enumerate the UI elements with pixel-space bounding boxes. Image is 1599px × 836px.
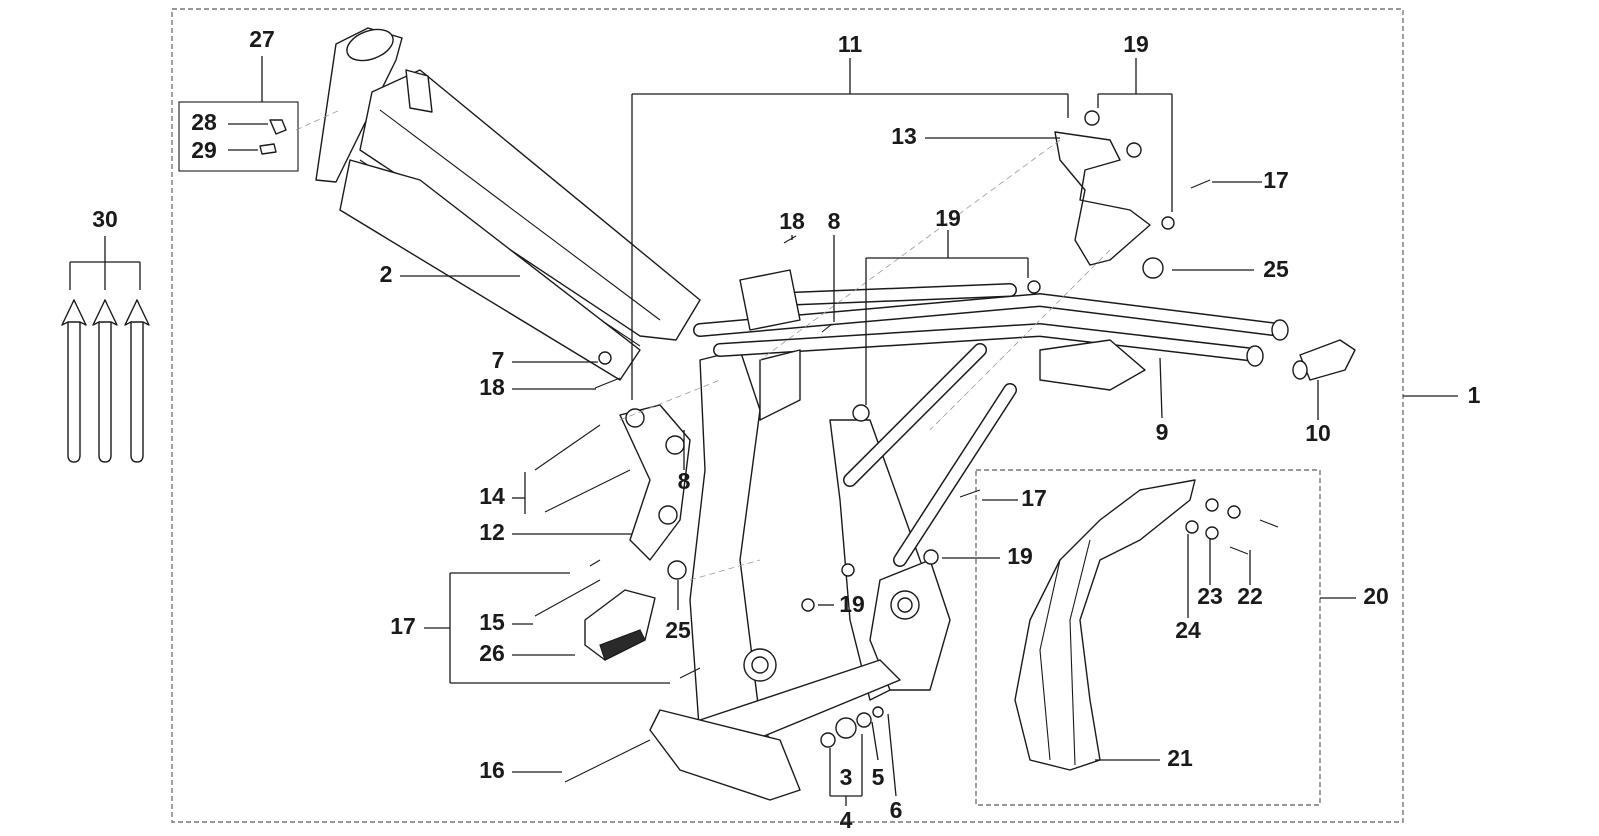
callout-26: 26 [479, 640, 505, 666]
callout-14: 14 [479, 483, 505, 509]
callout-11: 11 [838, 31, 863, 57]
callout-29: 29 [191, 137, 217, 163]
callout-25-top: 25 [1263, 256, 1289, 282]
callout-15: 15 [479, 609, 505, 635]
callout-22: 22 [1237, 583, 1263, 609]
callout-19-right: 19 [1007, 543, 1033, 569]
frame-plug [1299, 339, 1356, 381]
bolts [534, 179, 1279, 783]
callout-16: 16 [479, 757, 505, 783]
callout-19-top: 19 [1123, 31, 1149, 57]
down-tube [339, 159, 641, 381]
steering-head-top [346, 28, 394, 62]
callout-17-left: 17 [390, 613, 416, 639]
callout-13: 13 [891, 123, 917, 149]
callout-5: 5 [872, 764, 885, 790]
guard-subassembly-border [975, 469, 1321, 806]
callout-2: 2 [380, 261, 393, 287]
steering-head [315, 27, 403, 183]
callout-23: 23 [1197, 583, 1223, 609]
callout-17-mid: 17 [1021, 485, 1047, 511]
callout-18-left: 18 [479, 374, 505, 400]
callout-18-top: 18 [779, 208, 805, 234]
callout-7: 7 [492, 347, 505, 373]
main-frame [61, 27, 1356, 801]
cable-ties [61, 299, 150, 463]
callout-8-top: 8 [828, 208, 841, 234]
leader-lines [69, 56, 1458, 806]
callout-8-lower: 8 [678, 468, 691, 494]
callout-21: 21 [1167, 745, 1193, 771]
callout-19-lower: 19 [839, 591, 865, 617]
callout-19-mid: 19 [935, 205, 961, 231]
callout-20: 20 [1363, 583, 1389, 609]
skid-bracket [649, 709, 801, 801]
callout-28: 28 [191, 109, 217, 135]
callout-25-lower: 25 [665, 617, 691, 643]
callout-9: 9 [1156, 419, 1169, 445]
callout-labels: 1 2 3 4 5 6 7 8 8 9 10 11 12 13 14 15 16… [92, 26, 1480, 833]
backbone-tube [359, 69, 701, 341]
callout-4: 4 [840, 807, 853, 833]
callout-30: 30 [92, 206, 118, 232]
callout-24: 24 [1175, 617, 1201, 643]
callout-6: 6 [890, 797, 903, 823]
callout-10: 10 [1305, 420, 1331, 446]
callout-1: 1 [1468, 382, 1481, 408]
upper-mount-bracket [1054, 131, 1151, 266]
callout-12: 12 [479, 519, 505, 545]
callout-27: 27 [249, 26, 275, 52]
callout-27-box [178, 101, 299, 172]
assembly-border [171, 8, 1404, 823]
nuts-washers [598, 110, 1241, 748]
swingarm-guard [1014, 479, 1196, 771]
callout-17-top: 17 [1263, 167, 1289, 193]
callout-3: 3 [840, 764, 853, 790]
subframe-plate [1039, 339, 1146, 391]
